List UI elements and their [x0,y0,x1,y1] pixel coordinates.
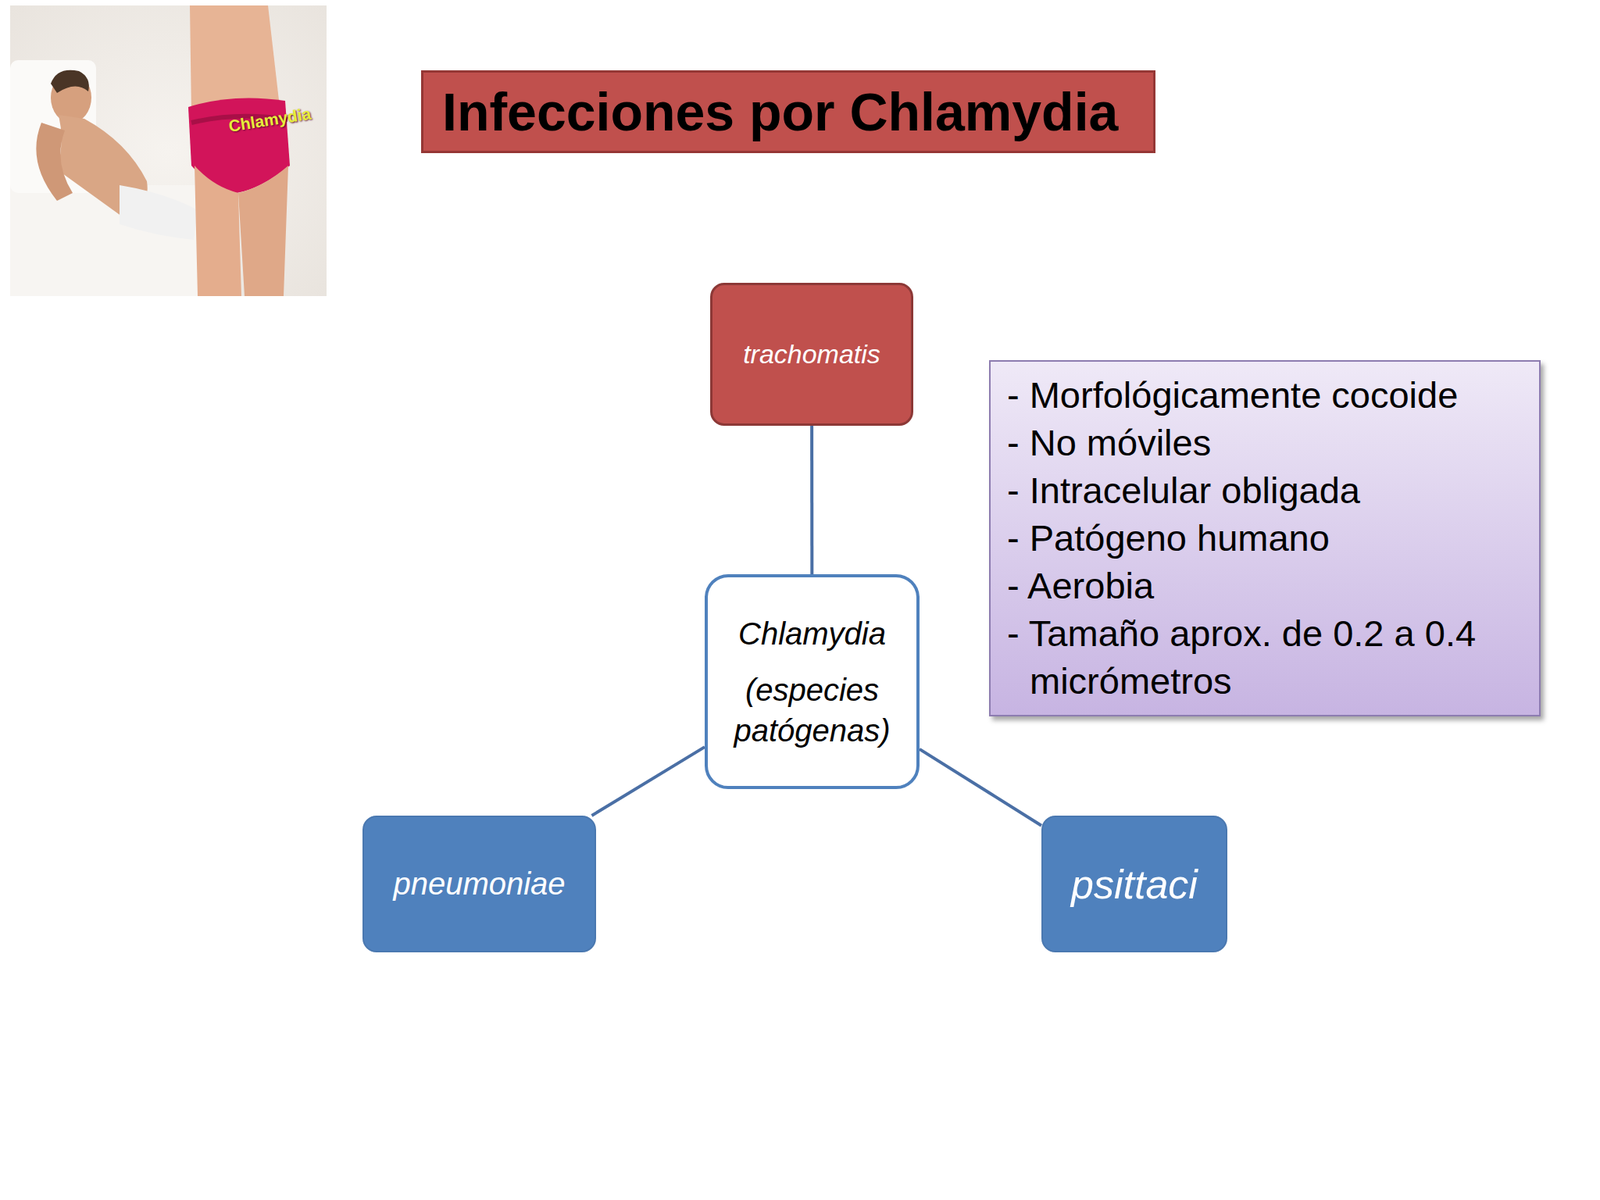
title-banner: Infecciones por Chlamydia [421,70,1156,154]
node-text: - Tamaño aprox. de 0.2 a 0.4 micrómetros [1007,609,1532,705]
node-text: (especies patógenas) [714,669,911,751]
node-text: - Intracelular obligada [1007,466,1532,515]
node-text: pneumoniae [392,866,565,902]
node-text: - Aerobia [1007,561,1532,610]
connector-line [810,425,814,575]
genus-box: Chlamydia (especies patógenas) [704,574,920,790]
connector-line [591,746,705,816]
species-box: trachomatis [710,282,914,426]
node-text: psittaci [1071,860,1198,908]
node-text: Chlamydia [738,613,886,654]
species-box: psittaci [1041,815,1228,953]
species-box: pneumoniae [362,815,597,953]
title-text: Infecciones por Chlamydia [442,81,1118,143]
node-text: trachomatis [742,339,881,370]
connector-line [919,749,1042,826]
photo-illustration [10,5,327,297]
node-text: - No móviles [1007,418,1532,467]
info-box: - Morfológicamente cocoide- No móviles- … [989,360,1541,717]
node-text: - Patógeno humano [1007,514,1532,562]
node-text: - Morfológicamente cocoide [1007,371,1532,419]
